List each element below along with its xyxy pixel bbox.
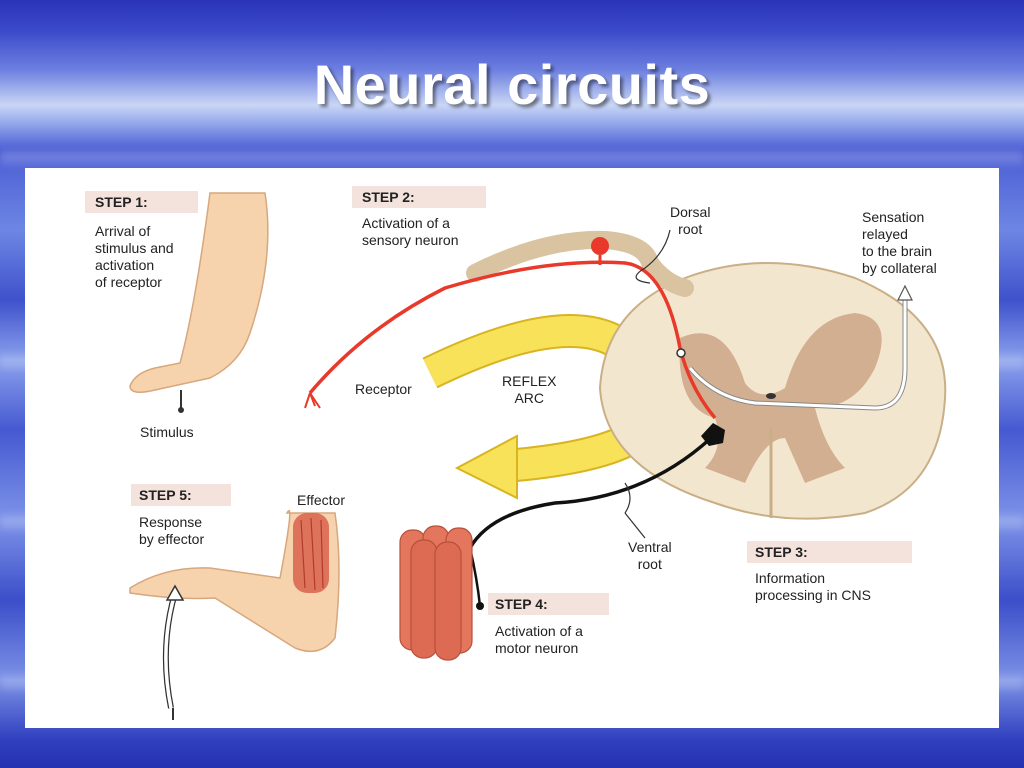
response-arrow-icon xyxy=(162,584,185,720)
arm-illustration-bottom xyxy=(129,510,340,653)
reflex-arc-diagram xyxy=(129,192,947,720)
step-5-box xyxy=(131,484,231,506)
dorsal-root-indicator xyxy=(635,229,671,284)
figure-panel: STEP 1: Arrival of stimulus and activati… xyxy=(25,168,999,728)
step-3-description: Information processing in CNS xyxy=(755,570,871,603)
arm-illustration-top xyxy=(129,192,269,393)
receptor-label: Receptor xyxy=(355,381,412,397)
step-1-box xyxy=(85,191,198,213)
step-5-label: STEP 5: xyxy=(139,487,192,503)
collateral-pathway xyxy=(688,284,913,411)
ventral-root-indicator xyxy=(624,482,646,539)
dorsal-root-label: Dorsal root xyxy=(670,204,711,237)
slide-title: Neural circuits xyxy=(313,53,711,116)
sensation-label: Sensation relayed to the brain by collat… xyxy=(862,209,937,276)
step-1-label: STEP 1: xyxy=(95,194,148,210)
step-2-description: Activation of a sensory neuron xyxy=(362,215,459,248)
spinal-cord-cross-section xyxy=(598,262,947,520)
muscle-fiber-bundle xyxy=(399,525,473,661)
step-4-label: STEP 4: xyxy=(495,596,548,612)
background-streak xyxy=(0,150,1024,164)
effector-label: Effector xyxy=(297,492,345,508)
reflex-arc-label: REFLEX ARC xyxy=(502,373,557,406)
step-2-label: STEP 2: xyxy=(362,189,415,205)
ventral-root-label: Ventral root xyxy=(628,539,672,572)
step-2-box xyxy=(352,186,486,208)
step-5-description: Response by effector xyxy=(139,514,205,547)
stimulus-pin-icon xyxy=(178,390,184,413)
step-1-description: Arrival of stimulus and activation of re… xyxy=(95,223,174,290)
step-4-box xyxy=(488,593,609,615)
step-3-label: STEP 3: xyxy=(755,544,808,560)
stimulus-label: Stimulus xyxy=(140,424,194,440)
sensory-neuron xyxy=(304,230,717,420)
step-3-box xyxy=(747,541,912,563)
step-4-description: Activation of a motor neuron xyxy=(495,623,583,656)
